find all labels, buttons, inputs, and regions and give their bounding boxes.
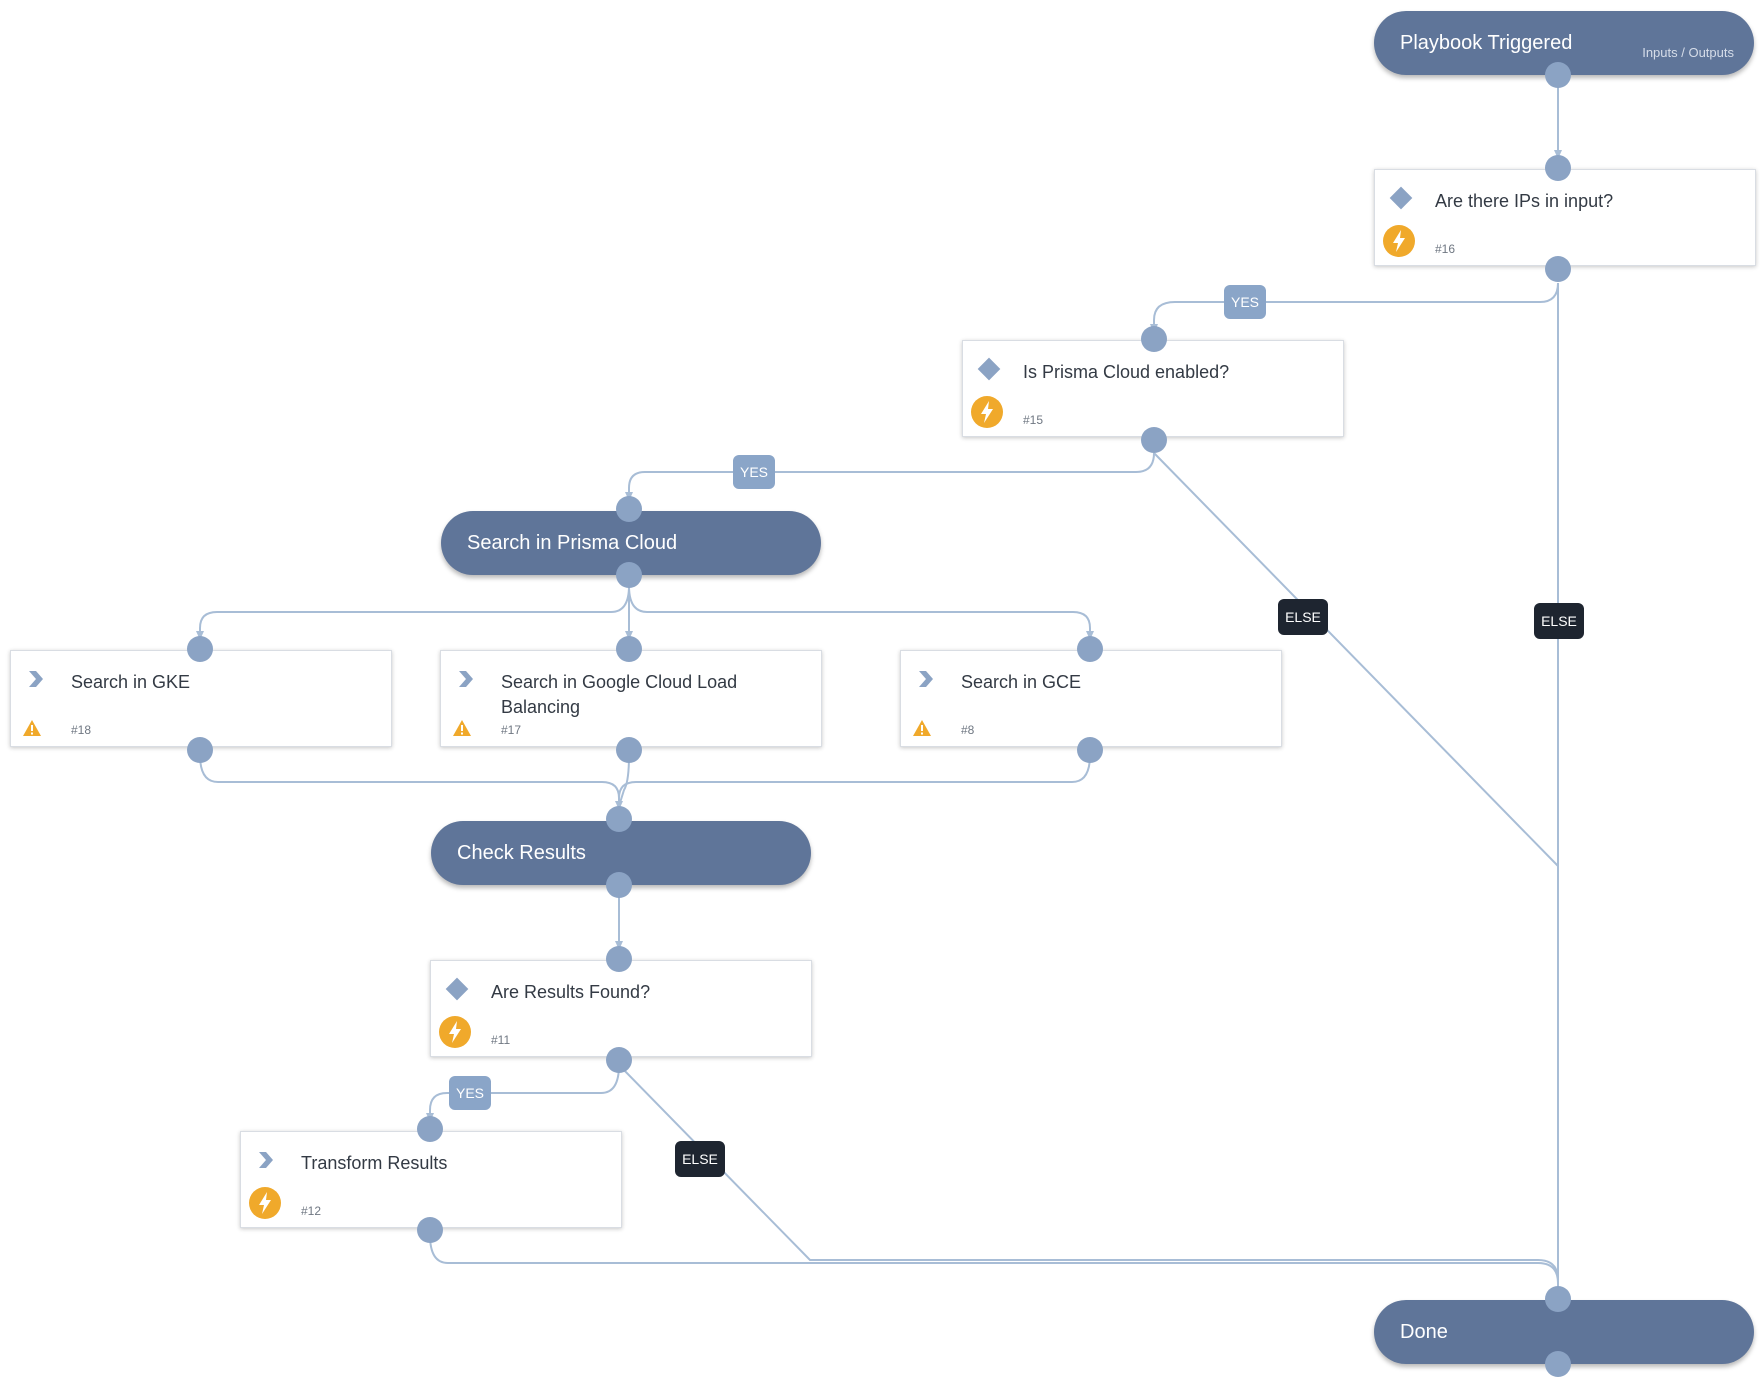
task-title: Search in GKE <box>71 672 191 692</box>
input-port[interactable] <box>606 946 632 972</box>
lightning-icon <box>249 1187 281 1219</box>
input-port[interactable] <box>1077 636 1103 662</box>
edge-prisma-else <box>1153 452 1559 867</box>
output-port[interactable] <box>616 562 642 588</box>
inputs-outputs-link[interactable]: Inputs / Outputs <box>1642 45 1734 60</box>
task-number: #17 <box>501 723 522 737</box>
edge-prisma-yes <box>625 452 1155 501</box>
condition-diamond-icon <box>445 977 469 1001</box>
input-port[interactable] <box>616 636 642 662</box>
task-number: #18 <box>71 723 92 737</box>
else-condition-label[interactable]: ELSE <box>675 1141 725 1177</box>
task-number: #16 <box>1435 242 1456 256</box>
chevron-icon <box>29 671 43 687</box>
input-port[interactable] <box>1141 326 1167 352</box>
chevron-icon <box>919 671 933 687</box>
yes-condition-label[interactable]: YES <box>1224 285 1266 319</box>
warning-icon <box>453 720 471 736</box>
edge-prisma-to-gke <box>196 585 630 640</box>
task-number: #15 <box>1023 413 1044 427</box>
yes-condition-label[interactable]: YES <box>733 455 775 489</box>
output-port[interactable] <box>1141 427 1167 453</box>
yes-condition-label[interactable]: YES <box>449 1076 491 1110</box>
lightning-icon <box>439 1016 471 1048</box>
edge-prisma-to-gce <box>628 585 1094 640</box>
output-port[interactable] <box>1545 1351 1571 1377</box>
input-port[interactable] <box>187 636 213 662</box>
output-port[interactable] <box>616 737 642 763</box>
output-port[interactable] <box>1545 62 1571 88</box>
task-search-in-gce[interactable]: Search in GCE #8 <box>900 650 1282 747</box>
output-port[interactable] <box>1077 737 1103 763</box>
task-search-in-google-cloud-load-balancing[interactable]: Search in Google Cloud Load Balancing #1… <box>440 650 822 747</box>
edge-results-yes <box>426 1064 620 1122</box>
node-label: Done <box>1400 1320 1448 1343</box>
condition-diamond-icon <box>1389 186 1413 210</box>
task-are-there-ips-in-input[interactable]: Are there IPs in input? #16 <box>1374 169 1756 266</box>
task-title: Search in Google Cloud Load Balancing <box>501 672 738 717</box>
input-port[interactable] <box>616 496 642 522</box>
task-number: #11 <box>491 1033 511 1047</box>
input-port[interactable] <box>417 1116 443 1142</box>
output-port[interactable] <box>417 1217 443 1243</box>
task-title: Are Results Found? <box>491 982 651 1002</box>
task-number: #8 <box>961 723 975 737</box>
lightning-icon <box>971 396 1003 428</box>
task-title: Are there IPs in input? <box>1435 191 1614 211</box>
task-transform-results[interactable]: Transform Results #12 <box>240 1131 622 1228</box>
warning-icon <box>23 720 41 736</box>
output-port[interactable] <box>187 737 213 763</box>
else-condition-label[interactable]: ELSE <box>1534 603 1584 639</box>
task-is-prisma-cloud-enabled[interactable]: Is Prisma Cloud enabled? #15 <box>962 340 1344 437</box>
warning-icon <box>913 720 931 736</box>
edge-transform-to-done <box>429 1234 1559 1284</box>
input-port[interactable] <box>606 806 632 832</box>
task-title: Search in GCE <box>961 672 1082 692</box>
node-label: Search in Prisma Cloud <box>467 531 678 554</box>
input-port[interactable] <box>1545 155 1571 181</box>
output-port[interactable] <box>606 872 632 898</box>
task-are-results-found[interactable]: Are Results Found? #11 <box>430 960 812 1057</box>
edge-results-else <box>618 1064 1559 1281</box>
task-title: Transform Results <box>301 1153 448 1173</box>
task-title: Is Prisma Cloud enabled? <box>1023 362 1230 382</box>
output-port[interactable] <box>606 1047 632 1073</box>
chevron-icon <box>259 1152 273 1168</box>
node-label: Playbook Triggered <box>1400 31 1573 54</box>
task-number: #12 <box>301 1204 322 1218</box>
edge-ips-yes <box>1150 282 1559 333</box>
edge-gke-to-check <box>199 754 623 810</box>
edge-gce-to-check <box>618 754 1091 799</box>
condition-diamond-icon <box>977 357 1001 381</box>
task-search-in-gke[interactable]: Search in GKE #18 <box>10 650 392 747</box>
input-port[interactable] <box>1545 1286 1571 1312</box>
chevron-icon <box>459 671 473 687</box>
output-port[interactable] <box>1545 256 1571 282</box>
node-label: Check Results <box>457 841 586 864</box>
lightning-icon <box>1383 225 1415 257</box>
else-condition-label[interactable]: ELSE <box>1278 599 1328 635</box>
